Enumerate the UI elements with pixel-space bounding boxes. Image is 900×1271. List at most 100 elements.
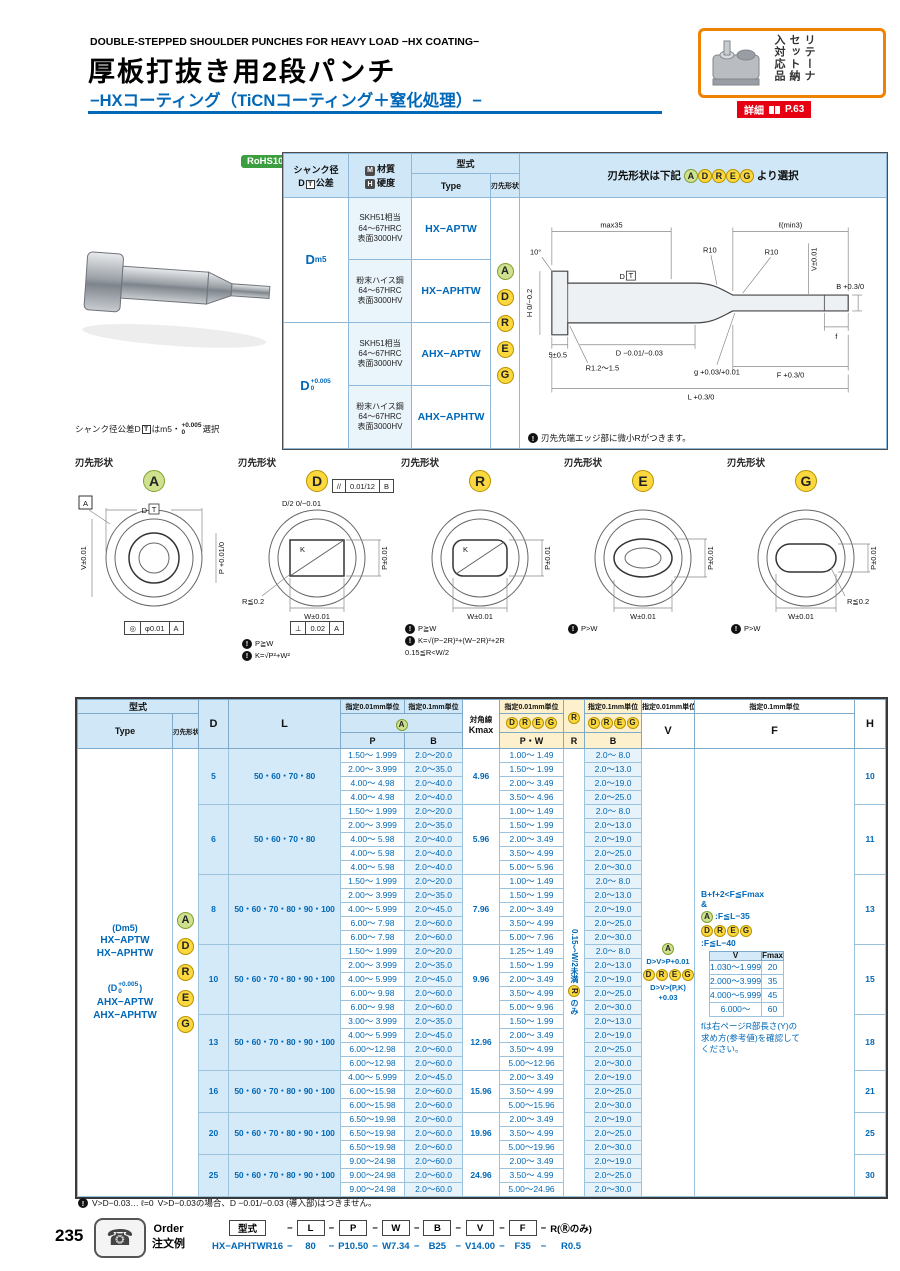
punch-photo [82,251,271,348]
v-rule-a: D>V>P+0.01 [646,957,690,967]
page-title: 厚板打抜き用2段パンチ [88,57,397,87]
detail-page-link: 詳細 P.63 [737,101,812,118]
order-field-label: L [296,1220,325,1236]
order-field-label: P [339,1220,368,1236]
col-header-r: R [563,732,586,749]
page-number: 235 [55,1226,84,1245]
tolerance-lower: 0 [181,429,186,437]
note-icon [405,636,415,646]
b-range: 2.0〜35.0 [404,818,464,833]
note-icon [242,639,252,649]
gdt-symbol: ◎ [125,622,142,634]
punch-side-view-drawing: max35 ℓ(min3) 10° R10 R10 V±0.01 H 0/−0.… [525,220,864,401]
header-text: 刃先形状は下記 [607,169,681,182]
edge-e-badge: E [632,470,654,492]
pw-range: 1.00〜 1.49 [499,804,565,819]
edge-r-badge: R [568,984,581,997]
h-value: 18 [854,1014,886,1071]
pw-range: 1.00〜 1.49 [499,748,565,763]
p-range: 6.00〜12.98 [340,1042,406,1057]
svg-text:H 0/−0.2: H 0/−0.2 [525,289,534,317]
gdt-datum: B [383,481,389,491]
f-rule-amp: & [701,899,708,910]
pw-range: 2.00〜 3.49 [499,832,565,847]
d-value: 20 [198,1112,230,1155]
book-icon [769,105,780,114]
gdt-symbol: // [333,480,346,492]
col-header-d: D [198,699,230,749]
v-rule-dreg-tol: +0.03 [658,993,678,1003]
b-range: 2.0〜60.0 [404,1168,464,1183]
edge-r-badge: R [177,964,194,981]
drawing-note: 刃先先端エッジ部に微小Rがつきます。 [528,432,691,444]
edge-e-badge: E [613,717,626,729]
badge-header-a: A [340,713,464,733]
order-field-value: W7.34 [382,1241,410,1252]
technical-drawing-cell: max35 ℓ(min3) 10° R10 R10 V±0.01 H 0/−0.… [519,197,887,449]
order-separator-value: − [455,1241,461,1252]
svg-text:D/2 0/−0.01: D/2 0/−0.01 [282,499,321,508]
b-range: 2.0〜 8.0 [584,944,643,959]
b-range: 2.0〜60.0 [404,916,464,931]
h-value: 11 [854,804,886,875]
b-range: 2.0〜20.0 [404,804,464,819]
p-range: 2.00〜 3.999 [340,958,406,973]
p-range: 6.00〜 9.98 [340,1000,406,1015]
order-separator: −− [372,1220,378,1253]
b-range: 2.0〜40.0 [404,832,464,847]
b-range: 2.0〜60.0 [404,1112,464,1127]
main-spec-table: 型式 D L 指定0.01mm単位 指定0.1mm単位 対角線 Kmax 指定0… [75,697,888,1199]
model-type: AHX−APHTW [93,1010,157,1022]
note-icon [242,651,252,661]
b-range: 2.0〜25.0 [584,846,643,861]
pw-range: 1.50〜 1.99 [499,888,565,903]
material-mark-icon: M [364,165,375,176]
order-separator-label: − [499,1222,505,1234]
header-text: より選択 [756,169,799,182]
edge-r-badge: R [519,717,532,729]
edge-notes: P>W [564,623,722,635]
unit-header-f: 指定0.1mm単位 [694,699,856,714]
p-range: 4.00〜 4.98 [340,790,406,805]
b-range: 2.0〜13.0 [584,818,643,833]
pw-range: 3.50〜 4.99 [499,986,565,1001]
edge-shape-note: P≧W [242,638,396,650]
p-range: 1.50〜 1.999 [340,874,406,889]
order-separator: −− [329,1220,335,1253]
pw-range: 1.50〜 1.99 [499,762,565,777]
order-field-label: W [381,1220,410,1236]
edge-d-badge: D [701,924,714,937]
order-field: P P10.50 [338,1220,368,1252]
detail-page: P.63 [785,104,805,115]
edge-a-badge: A [662,943,675,956]
edge-shape-d-diagram: K D/2 0/−0.01 P±0.01 W±0.01 R≦0.2 [242,499,389,620]
edge-badges-column: A D R E G [489,197,521,449]
edge-e-badge: E [177,990,194,1007]
l-values: 50・60・70・80 [228,804,342,875]
edge-r-badge: R [496,314,514,332]
edge-g-badge: G [626,717,639,729]
b-range: 2.0〜19.0 [584,1112,643,1127]
edge-shape-note: K=√P²+W² [242,650,396,662]
b-range: 2.0〜60.0 [404,1084,464,1099]
l-values: 50・60・70・80・90・100 [228,1070,342,1113]
col-header-h: H [854,699,886,749]
col-header-model: 型式 [410,153,521,174]
edge-e-badge: E [532,717,545,729]
b-range: 2.0〜19.0 [584,832,643,847]
b-range: 2.0〜40.0 [404,790,464,805]
p-range: 6.00〜15.98 [340,1098,406,1113]
order-field-value: P10.50 [338,1241,369,1252]
p-range: 6.00〜 7.98 [340,916,406,931]
d-value: 25 [198,1154,230,1197]
svg-text:P±0.01: P±0.01 [706,546,715,570]
table-footnote: V>D−0.03… ℓ=0 V>D−0.03の場合、D −0.01/−0.03 … [78,1197,377,1209]
page-subtitle: −HXコーティング（TiCNコーティング＋窒化処理）− [90,92,482,110]
note-icon [568,624,578,634]
